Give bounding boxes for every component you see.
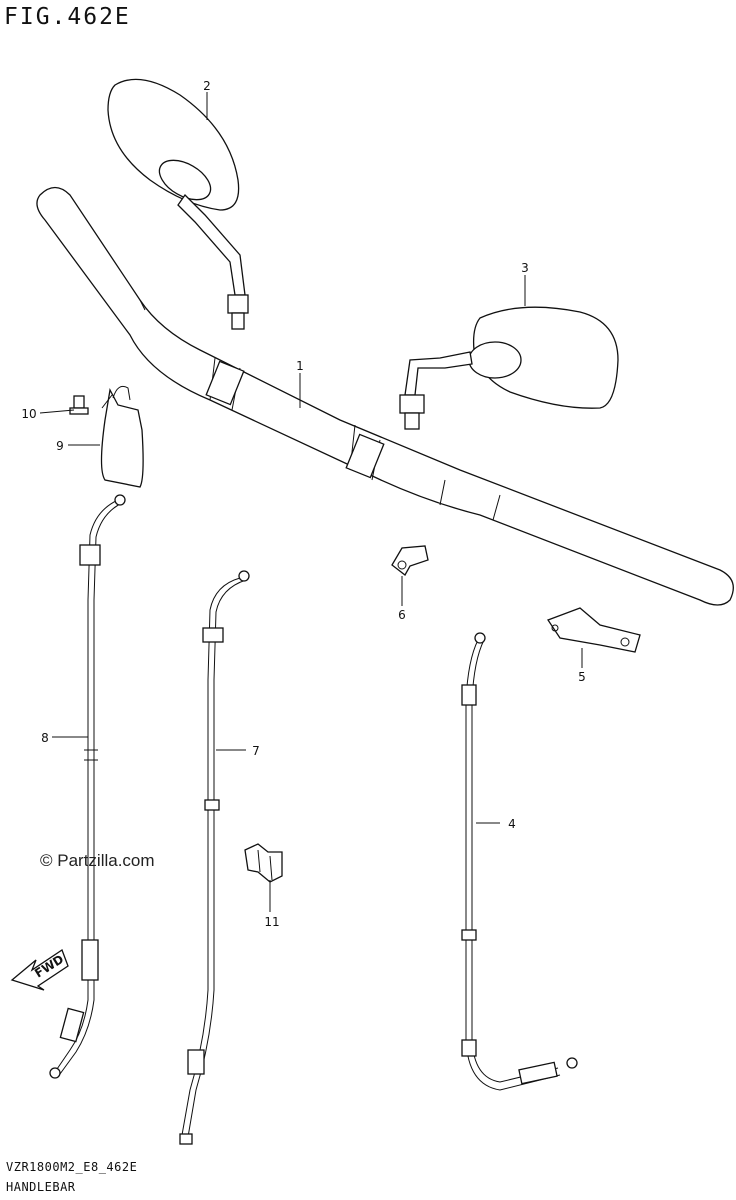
callout-2: 2 xyxy=(203,79,211,93)
left-mirror xyxy=(107,78,249,330)
callout-1: 1 xyxy=(296,359,304,373)
cable-7 xyxy=(179,570,250,1145)
callout-3: 3 xyxy=(521,261,529,275)
fwd-arrow: FWD xyxy=(10,949,69,991)
callout-7: 7 xyxy=(252,744,260,758)
figure-name: HANDLEBAR xyxy=(6,1180,76,1194)
clip-11 xyxy=(244,843,283,883)
cable-4 xyxy=(461,632,578,1091)
callout-8: 8 xyxy=(41,731,49,745)
figure-title: FIG.462E xyxy=(4,4,131,30)
bracket-5 xyxy=(547,607,641,653)
callout-5: 5 xyxy=(578,670,586,684)
callout-4: 4 xyxy=(508,817,516,831)
callout-11: 11 xyxy=(264,915,279,929)
cable-8 xyxy=(49,494,126,1079)
leader-lines xyxy=(39,92,583,912)
cable-holder-plate xyxy=(69,385,144,488)
figure-code: VZR1800M2_E8_462E xyxy=(6,1160,138,1174)
callout-9: 9 xyxy=(56,439,64,453)
callout-10: 10 xyxy=(21,407,36,421)
handlebar xyxy=(36,186,734,606)
watermark: © Partzilla.com xyxy=(40,851,155,870)
right-mirror xyxy=(399,306,619,430)
clamp-6 xyxy=(391,545,429,576)
callout-6: 6 xyxy=(398,608,406,622)
